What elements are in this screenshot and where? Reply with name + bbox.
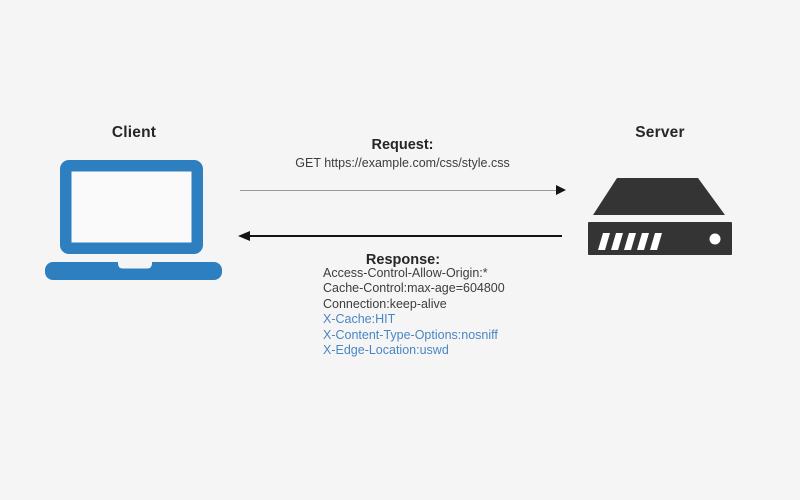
- response-header-line: X-Edge-Location:uswd: [323, 343, 449, 358]
- server-led: [709, 233, 721, 245]
- response-title: Response:: [365, 252, 441, 268]
- laptop-base: [45, 262, 222, 280]
- request-arrowhead-icon: [556, 185, 566, 195]
- server-label: Server: [635, 124, 685, 141]
- request-line: GET https://example.com/css/style.css: [295, 156, 510, 170]
- request-arrow-line: [240, 189, 558, 191]
- response-header-line: Access-Control-Allow-Origin:*: [323, 266, 488, 280]
- response-arrowhead-icon: [238, 230, 250, 241]
- response-header-line: Cache-Control:max-age=604800: [323, 281, 505, 296]
- server-icon: [588, 178, 732, 255]
- laptop-base-notch: [118, 262, 152, 269]
- response-arrow: [238, 230, 566, 242]
- response-header-line: X-Content-Type-Options:nosniff: [323, 327, 498, 342]
- request-title: Request:: [371, 137, 434, 153]
- server-vent-stripes: [598, 233, 662, 250]
- client-label: Client: [111, 124, 157, 141]
- response-arrow-line: [247, 234, 562, 238]
- laptop-screen: [71, 171, 192, 243]
- laptop-icon: [45, 160, 222, 280]
- request-block: Request: GET https://example.com/css/sty…: [250, 137, 555, 170]
- response-header-line: X-Cache:HIT: [323, 312, 396, 327]
- server-top: [593, 178, 725, 215]
- response-header-line: Connection:keep-alive: [323, 296, 447, 311]
- response-headers: Access-Control-Allow-Origin:* Cache-Cont…: [323, 266, 505, 358]
- request-arrow: [240, 184, 568, 196]
